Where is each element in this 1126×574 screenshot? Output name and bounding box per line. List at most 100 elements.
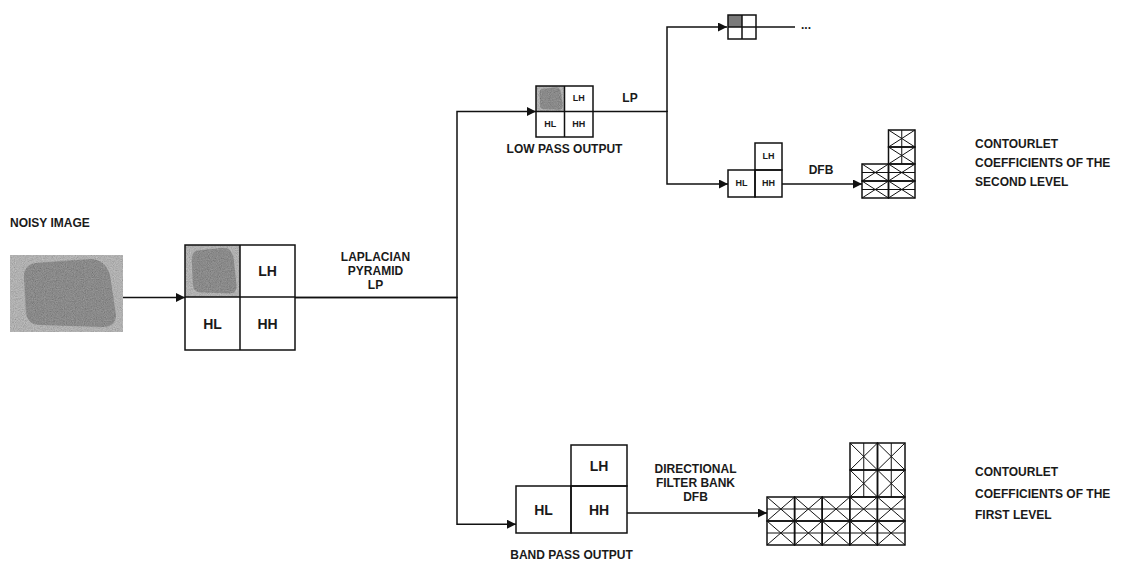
direction-lines: [889, 164, 916, 181]
node-shape: [516, 445, 627, 533]
direction-cell: [889, 181, 916, 198]
direction-lines: [878, 443, 906, 470]
box-outline: [536, 86, 593, 137]
direction-cell: [850, 497, 878, 521]
direction-cell: [850, 521, 878, 545]
direction-lines: [850, 497, 878, 521]
direction-cell: [822, 497, 850, 521]
image-noise: [536, 86, 565, 112]
subband-label: HH: [755, 170, 782, 197]
direction-lines: [795, 521, 823, 545]
coefficient-grid: CONTOURLET COEFFICIENTS OF THE SECOND LE…: [862, 130, 915, 198]
connector-layer: [123, 112, 862, 525]
direction-cell: [767, 497, 795, 521]
band-cell: [728, 170, 755, 197]
subband-label: HL: [516, 486, 571, 533]
direction-lines: [850, 443, 878, 470]
noisy-image: NOISY IMAGE: [10, 255, 123, 332]
direction-lines: [889, 130, 916, 147]
bandpass-box: LHHLHHBAND PASS OUTPUT: [516, 445, 627, 533]
lowpass-picture: [185, 245, 240, 297]
direction-cell: [878, 470, 906, 497]
direction-cell: [862, 181, 889, 198]
connector-arrow: [782, 183, 862, 185]
direction-lines: [889, 181, 916, 198]
image-noise: [10, 255, 123, 332]
bandpass-box: LHHLHH: [728, 143, 782, 197]
direction-lines: [862, 181, 889, 198]
subband-label: HH: [240, 297, 295, 350]
direction-lines: [850, 470, 878, 497]
subband-label: HL: [536, 112, 565, 138]
direction-cell: [822, 521, 850, 545]
band-cell: [516, 486, 571, 533]
subband-label: HL: [185, 297, 240, 350]
band-cell: [755, 170, 782, 197]
continuation-line: [756, 26, 795, 28]
caption-label: BAND PASS OUTPUT: [486, 549, 657, 563]
subband-label: LH: [571, 445, 627, 486]
box-divider: [536, 86, 593, 137]
connector-arrow: [295, 112, 536, 298]
continuation-mark: ...: [801, 19, 831, 33]
direction-cell: [889, 147, 916, 164]
caption-label: CONTOURLET COEFFICIENTS OF THE FIRST LEV…: [975, 462, 1125, 527]
edge-label: LAPLACIAN PYRAMID LP: [340, 251, 411, 292]
box-divider: [185, 245, 295, 350]
branch-line: [667, 27, 727, 112]
direction-cell: [862, 164, 889, 181]
subband-label: LH: [565, 86, 594, 112]
direction-lines: [878, 470, 906, 497]
direction-lines: [822, 521, 850, 545]
direction-lines: [795, 497, 823, 521]
subband-label: LH: [240, 245, 295, 297]
band-cell: [755, 143, 782, 170]
node-shape: [10, 255, 123, 332]
subband-label: HH: [565, 112, 594, 138]
connector-arrow: [627, 512, 767, 514]
direction-lines: [862, 164, 889, 181]
edge-label: DIRECTIONAL FILTER BANK DFB: [648, 463, 743, 504]
direction-lines: [877, 497, 905, 521]
image-background: [185, 245, 240, 297]
direction-cell: [889, 130, 916, 147]
direction-cell: [878, 443, 906, 470]
band-cell: [571, 445, 627, 486]
noisy-picture: [10, 255, 123, 332]
direction-cell: [850, 470, 878, 497]
direction-cell: [877, 521, 905, 545]
edge-label: DFB: [800, 164, 842, 178]
direction-lines: [822, 497, 850, 521]
edge-label: LP: [612, 92, 648, 106]
caption-label: NOISY IMAGE: [10, 217, 150, 231]
image-noise: [185, 245, 240, 297]
connector-arrow: [123, 297, 185, 299]
caption-label: CONTOURLET COEFFICIENTS OF THE SECOND LE…: [975, 135, 1125, 193]
direction-lines: [767, 521, 795, 545]
direction-lines: [767, 497, 795, 521]
node-shape: [185, 245, 295, 350]
lowpass-picture: [536, 86, 565, 112]
subband-label: HH: [571, 486, 627, 533]
direction-cell: [889, 164, 916, 181]
subband-label: LH: [755, 143, 782, 170]
box-outline: [185, 245, 295, 350]
direction-cell: [767, 521, 795, 545]
lowpass-box: LHHLHHLOW PASS OUTPUT: [536, 86, 593, 137]
direction-lines: [889, 147, 916, 164]
lowpass-thumbnail: [728, 15, 742, 27]
subband-box: LHHLHH: [185, 245, 295, 350]
direction-cell: [795, 497, 823, 521]
connector-arrow: [295, 298, 516, 525]
next-level-branch: [667, 15, 795, 112]
node-shape: [767, 443, 905, 545]
direction-lines: [850, 521, 878, 545]
band-cell: [571, 486, 627, 533]
caption-label: LOW PASS OUTPUT: [476, 143, 653, 157]
node-shape: [862, 130, 915, 198]
coefficient-grid: CONTOURLET COEFFICIENTS OF THE FIRST LEV…: [767, 443, 905, 545]
image-background: [536, 86, 565, 112]
tiny-subband-box: [728, 15, 756, 39]
